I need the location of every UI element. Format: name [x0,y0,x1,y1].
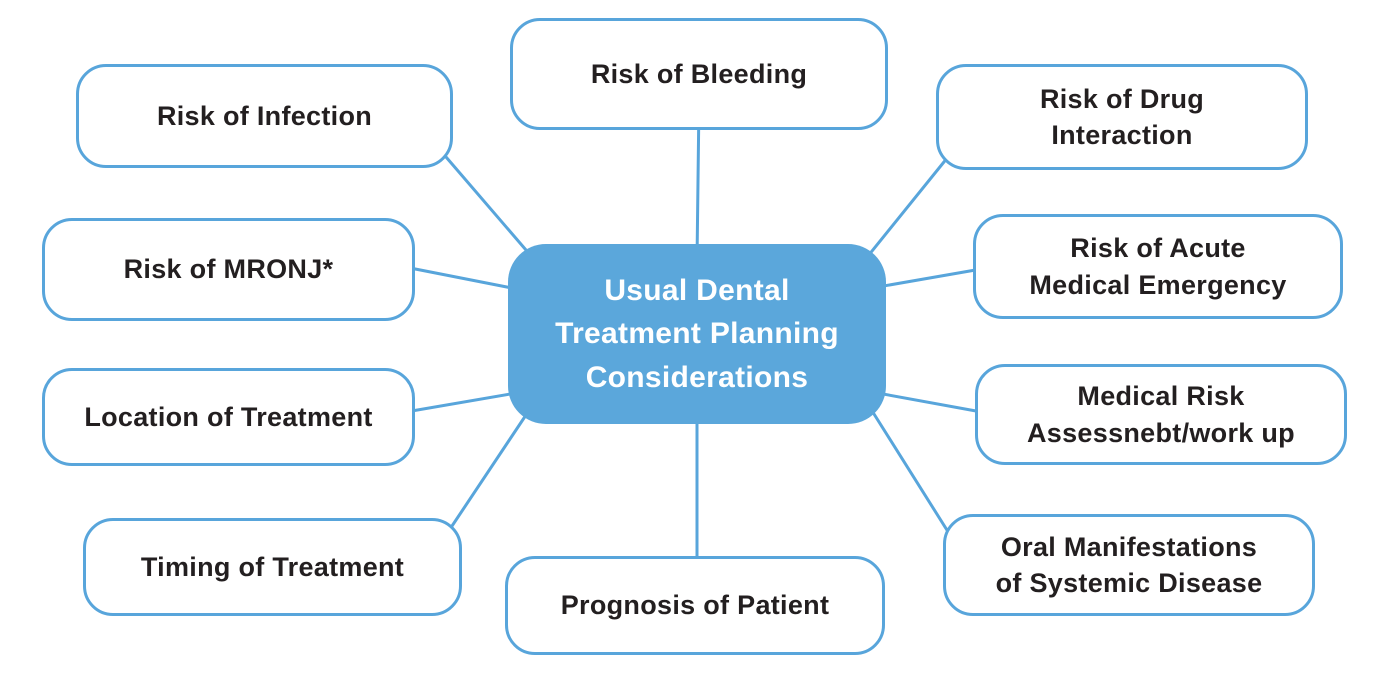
connector-mronj [398,264,524,292]
connector-infection [438,148,534,259]
node-oral-manifestations-of-systemic-disease: Oral Manifestations of Systemic Disease [943,514,1315,616]
node-risk-of-acute-medical-emergency: Risk of Acute Medical Emergency [973,214,1343,319]
node-prognosis-of-patient: Prognosis of Patient [505,556,885,655]
connector-location [398,390,524,415]
node-risk-of-mronj: Risk of MRONJ* [42,218,415,321]
connector-timing [446,410,530,534]
center-node-usual-dental-treatment-planning-considerations: Usual Dental Treatment Planning Consider… [508,244,886,424]
node-risk-of-bleeding: Risk of Bleeding [510,18,888,130]
connector-medical [870,390,989,415]
connector-oral [872,412,959,548]
node-location-of-treatment: Location of Treatment [42,368,415,466]
node-risk-of-drug-interaction: Risk of Drug Interaction [936,64,1308,170]
connector-acute [870,266,989,290]
node-medical-risk-assessment-work-up: Medical Risk Assessnebt/work up [975,364,1347,465]
connector-drug [866,150,954,258]
node-timing-of-treatment: Timing of Treatment [83,518,462,616]
node-risk-of-infection: Risk of Infection [76,64,453,168]
